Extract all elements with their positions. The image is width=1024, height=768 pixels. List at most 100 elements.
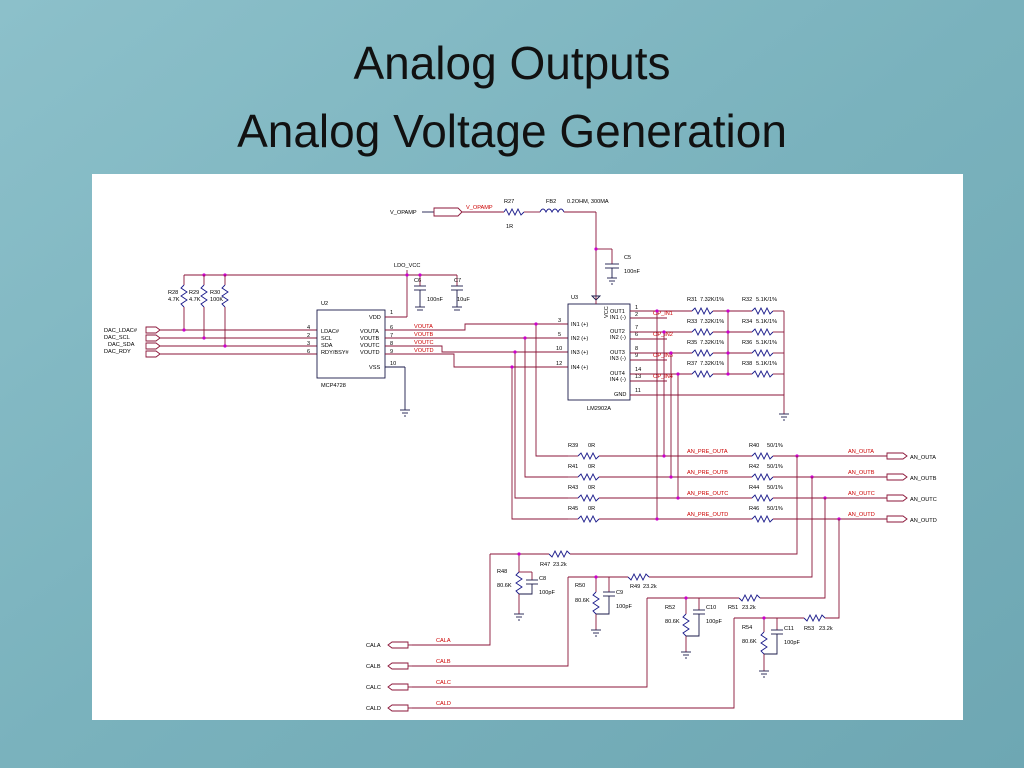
c10-ref: C10 bbox=[706, 605, 716, 611]
output-taps bbox=[655, 309, 680, 519]
u3-pin-in4p: IN4 (+) bbox=[571, 365, 588, 371]
r52-ref: R52 bbox=[665, 605, 675, 611]
r46-value: 50/1% bbox=[767, 506, 783, 512]
port-calc: CALC bbox=[366, 685, 381, 691]
r41-ref: R41 bbox=[568, 464, 578, 470]
port-an-outd: AN_OUTD bbox=[910, 518, 937, 524]
r27-resistor: R27 1R bbox=[503, 199, 525, 230]
u2-pin-num-4: 4 bbox=[307, 325, 310, 331]
r33-ref: R33 bbox=[687, 319, 697, 325]
r38-ref: R38 bbox=[742, 361, 752, 367]
u3-pin-in2n: IN2 (-) bbox=[610, 335, 626, 341]
u3-pin-num-10: 10 bbox=[556, 346, 562, 352]
net-an-pre-outc: AN_PRE_OUTC bbox=[687, 491, 728, 497]
u3-pin-gnd: GND bbox=[614, 392, 626, 398]
r47-value: 23.2k bbox=[553, 562, 567, 568]
c6-capacitor: C6 100nF bbox=[414, 278, 443, 311]
port-cald: CALD bbox=[366, 706, 381, 712]
r36-ref: R36 bbox=[742, 340, 752, 346]
u2-pin-voutb: VOUTB bbox=[360, 336, 380, 342]
fb2-ferrite: FB2 0.2OHM, 300MA bbox=[539, 199, 609, 214]
u2-pin-vss: VSS bbox=[369, 365, 380, 371]
u3-pin-num-5: 5 bbox=[558, 332, 561, 338]
r45-value: 0R bbox=[588, 506, 595, 512]
net-an-pre-outa: AN_PRE_OUTA bbox=[687, 449, 728, 455]
r37-ref: R37 bbox=[687, 361, 697, 367]
u3-pin-num-3: 3 bbox=[558, 318, 561, 324]
net-op-in1: OP_IN1 bbox=[653, 311, 673, 317]
c6-ref: C6 bbox=[414, 278, 421, 284]
fb2-value: 0.2OHM, 300MA bbox=[567, 199, 609, 205]
u2-part: MCP4728 bbox=[321, 383, 346, 389]
c9-value: 100pF bbox=[616, 604, 632, 610]
net-an-outb: AN_OUTB bbox=[848, 470, 875, 476]
u2-pin-voutc: VOUTC bbox=[360, 343, 380, 349]
cal-divider-d: R53 23.2k R54 80.6K C11 100pF bbox=[412, 519, 840, 709]
c10-value: 100pF bbox=[706, 619, 722, 625]
r53-value: 23.2k bbox=[819, 626, 833, 632]
u2-pin-vouta: VOUTA bbox=[360, 329, 379, 335]
c11-ref: C11 bbox=[784, 626, 794, 632]
r31-ref: R31 bbox=[687, 297, 697, 303]
schematic-panel: V_OPAMP V_OPAMP R27 1R FB2 0.2OHM, 300MA… bbox=[92, 174, 963, 720]
c7-value: 10uF bbox=[457, 297, 470, 303]
c9-ref: C9 bbox=[616, 590, 623, 596]
r29-value: 4.7K bbox=[189, 297, 201, 303]
dac-signal-lines: DAC_LDAC# DAC_SCL DAC_SDA DAC_RDY bbox=[104, 326, 317, 358]
port-cala: CALA bbox=[366, 643, 381, 649]
u3-lm2902a: U3 LM2902A VCC IN1 (+) IN2 (+) IN3 (+) I… bbox=[556, 294, 641, 412]
u3-pin-num-7: 7 bbox=[635, 325, 638, 331]
u3-pin-num-1: 1 bbox=[635, 305, 638, 311]
u2-mcp4728: U2 MCP4728 LDAC# SCL SDA RDY/BSY# 4 2 3 … bbox=[307, 301, 410, 417]
r47-ref: R47 bbox=[540, 562, 550, 568]
r30-value: 100K bbox=[210, 297, 223, 303]
r33-value: 7.32K/1% bbox=[700, 319, 724, 325]
u3-pin-num-14: 14 bbox=[635, 367, 641, 373]
u2-pin-num-7: 7 bbox=[390, 333, 393, 339]
r34-ref: R34 bbox=[742, 319, 752, 325]
r35-value: 7.32K/1% bbox=[700, 340, 724, 346]
slide-title-line2: Analog Voltage Generation bbox=[237, 105, 787, 157]
cal-divider-b: R49 23.2k R50 80.6K C9 100pF bbox=[412, 477, 813, 667]
r51-ref: R51 bbox=[728, 605, 738, 611]
net-calc: CALC bbox=[436, 680, 451, 686]
u3-pin-out3: OUT3 bbox=[610, 350, 625, 356]
net-cald: CALD bbox=[436, 701, 451, 707]
u2-pin-vdd: VDD bbox=[369, 315, 381, 321]
u3-ref: U3 bbox=[571, 295, 578, 301]
c5-ref: C5 bbox=[624, 255, 631, 261]
r44-value: 50/1% bbox=[767, 485, 783, 491]
r40-ref: R40 bbox=[749, 443, 759, 449]
u3-pin-out4: OUT4 bbox=[610, 371, 625, 377]
c5-value: 100nF bbox=[624, 269, 640, 275]
ldo-vcc-label: LDO_VCC bbox=[394, 263, 420, 269]
r28-value: 4.7K bbox=[168, 297, 180, 303]
net-an-pre-outd: AN_PRE_OUTD bbox=[687, 512, 728, 518]
vout-nets: VOUTA VOUTB VOUTC VOUTD bbox=[385, 323, 568, 368]
net-an-outa: AN_OUTA bbox=[848, 449, 874, 455]
net-op-in3: OP_IN3 bbox=[653, 353, 673, 359]
dac-ldac-label: DAC_LDAC# bbox=[104, 328, 138, 334]
v-opamp-label: V_OPAMP bbox=[390, 210, 417, 216]
r52-value: 80.6K bbox=[665, 619, 680, 625]
u2-pin-rdy: RDY/BSY# bbox=[321, 350, 350, 356]
r46-ref: R46 bbox=[749, 506, 759, 512]
r32-ref: R32 bbox=[742, 297, 752, 303]
r27-value: 1R bbox=[506, 224, 513, 230]
r30-ref: R30 bbox=[210, 290, 220, 296]
r53-ref: R53 bbox=[804, 626, 814, 632]
u3-pin-out1: OUT1 bbox=[610, 309, 625, 315]
r40-value: 50/1% bbox=[767, 443, 783, 449]
u3-pin-in2p: IN2 (+) bbox=[571, 336, 588, 342]
v-opamp-port: V_OPAMP V_OPAMP bbox=[390, 205, 504, 217]
pullup-resistors: R28 4.7K R29 4.7K R30 100K bbox=[168, 275, 229, 346]
port-an-outc: AN_OUTC bbox=[910, 497, 937, 503]
r42-ref: R42 bbox=[749, 464, 759, 470]
net-an-outc: AN_OUTC bbox=[848, 491, 875, 497]
dac-rdy-label: DAC_RDY bbox=[104, 349, 131, 355]
zero-ohm-resistors: R39 0R R41 0R R43 0R R45 0R bbox=[510, 322, 600, 524]
r38-value: 5.1K/1% bbox=[756, 361, 777, 367]
net-voutd: VOUTD bbox=[414, 348, 434, 354]
u2-pin-num-9: 9 bbox=[390, 349, 393, 355]
cal-divider-c: R51 23.2k R52 80.6K C10 100pF bbox=[412, 498, 826, 688]
